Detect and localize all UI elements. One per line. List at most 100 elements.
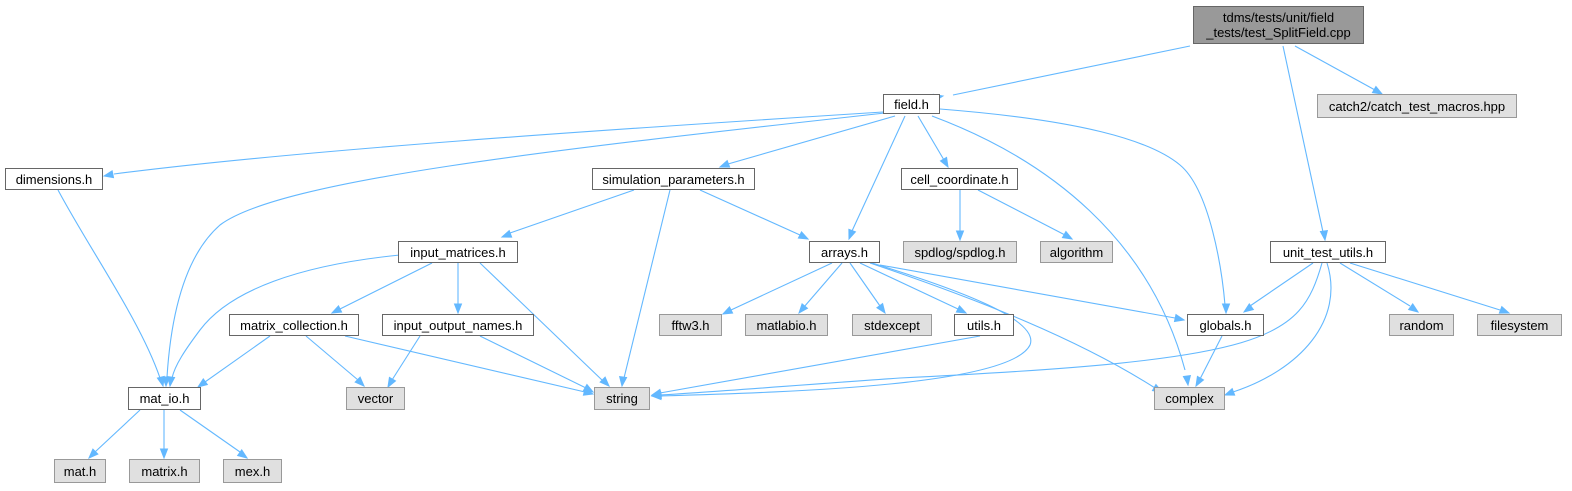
node-catch2-catch-test-macros[interactable]: catch2/catch_test_macros.hpp xyxy=(1317,94,1517,118)
node-stdexcept[interactable]: stdexcept xyxy=(852,314,932,336)
arrowhead xyxy=(582,383,595,393)
arrowhead xyxy=(88,448,99,459)
edge-arrays-to-matlabio xyxy=(798,262,843,315)
arrowhead xyxy=(1221,303,1231,315)
edge-root-to-catch2 xyxy=(1294,45,1384,95)
edge-matio-to-mat-h xyxy=(88,409,141,459)
node-fftw3-h[interactable]: fftw3.h xyxy=(659,314,722,336)
edge-matio-to-matrix-h xyxy=(159,410,169,460)
node-test-splitfield-cpp[interactable]: tdms/tests/unit/field _tests/test_SplitF… xyxy=(1193,6,1364,44)
arrowhead xyxy=(500,229,513,238)
edge-field-to-dimensions xyxy=(102,111,884,179)
arrowhead xyxy=(876,302,886,315)
arrowhead xyxy=(798,302,809,315)
edge-dimensions-to-mat-io xyxy=(57,189,165,388)
edge-line xyxy=(166,112,886,378)
edge-line xyxy=(659,335,981,394)
node-input-output-names-h[interactable]: input_output_names.h xyxy=(382,314,534,336)
root-line-2: _tests/test_SplitField.cpp xyxy=(1206,25,1351,40)
edge-line xyxy=(623,189,671,379)
edge-line xyxy=(1294,45,1376,91)
node-complex[interactable]: complex xyxy=(1154,387,1225,410)
arrowhead xyxy=(159,448,169,460)
edge-line xyxy=(849,262,881,307)
node-spdlog-h[interactable]: spdlog/spdlog.h xyxy=(903,241,1017,263)
node-utils-h[interactable]: utils.h xyxy=(954,314,1014,336)
node-vector[interactable]: vector xyxy=(346,387,405,410)
arrowhead xyxy=(387,376,397,389)
arrowhead xyxy=(1407,303,1420,313)
arrowhead xyxy=(330,304,343,314)
edge-ionames-to-string xyxy=(479,335,595,393)
edge-inputmat-to-input-output-names xyxy=(453,263,463,315)
edge-field-to-cell-coordinate xyxy=(917,115,949,169)
edge-simparams-to-arrays xyxy=(699,189,810,240)
arrowhead xyxy=(1223,387,1236,396)
edge-unittest-to-filesystem xyxy=(1349,262,1511,314)
edge-line xyxy=(391,335,421,381)
edge-line xyxy=(699,189,801,236)
edge-cellcoord-to-spdlog xyxy=(955,190,965,242)
node-dimensions-h[interactable]: dimensions.h xyxy=(5,168,103,190)
edge-inputmat-to-matrix-collection xyxy=(330,262,433,314)
edge-line xyxy=(659,262,1032,397)
node-field-h[interactable]: field.h xyxy=(883,94,940,114)
node-mex-h[interactable]: mex.h xyxy=(223,459,282,483)
node-filesystem[interactable]: filesystem xyxy=(1477,314,1562,336)
node-arrays-h[interactable]: arrays.h xyxy=(809,241,880,263)
edge-line xyxy=(859,262,959,310)
edge-line xyxy=(94,409,141,453)
node-random[interactable]: random xyxy=(1389,314,1454,336)
edge-cellcoord-to-algorithm xyxy=(977,189,1074,240)
edge-unittest-to-random xyxy=(1339,262,1420,313)
edge-field-to-complex xyxy=(931,115,1192,387)
edge-line xyxy=(171,254,401,379)
edge-unittest-to-complex xyxy=(1223,262,1332,396)
arrowhead xyxy=(1173,313,1186,323)
edge-line xyxy=(479,262,604,382)
node-mat-io-h[interactable]: mat_io.h xyxy=(128,387,201,410)
edge-matio-to-mex-h xyxy=(179,409,249,459)
edge-line xyxy=(344,335,586,393)
edge-root-to-unit-test-utils xyxy=(1282,45,1329,242)
arrowhead xyxy=(848,228,857,241)
edge-line xyxy=(1282,45,1324,233)
node-matlabio-h[interactable]: matlabio.h xyxy=(745,314,828,336)
arrowhead xyxy=(599,376,610,387)
arrowhead xyxy=(156,375,165,388)
arrowhead xyxy=(1371,85,1384,95)
edge-field-to-globals xyxy=(939,108,1231,315)
edge-arrays-to-globals xyxy=(879,264,1186,323)
arrowhead xyxy=(102,169,115,179)
arrowhead xyxy=(166,376,176,388)
arrowhead xyxy=(1195,375,1205,388)
edge-root-to-field xyxy=(932,45,1191,103)
node-algorithm[interactable]: algorithm xyxy=(1040,241,1113,263)
root-line-1: tdms/tests/unit/field xyxy=(1222,10,1335,25)
edge-line xyxy=(977,189,1066,236)
node-matrix-h[interactable]: matrix.h xyxy=(129,459,200,483)
edge-line xyxy=(730,262,833,311)
arrowhead xyxy=(1061,230,1074,240)
edge-line xyxy=(1199,335,1223,380)
node-mat-h[interactable]: mat.h xyxy=(54,459,106,483)
edge-line xyxy=(803,262,843,308)
edge-field-to-simulation-params xyxy=(718,115,896,168)
node-cell-coordinate-h[interactable]: cell_coordinate.h xyxy=(901,168,1018,190)
node-matrix-collection-h[interactable]: matrix_collection.h xyxy=(229,314,359,336)
edge-field-to-arrays xyxy=(848,115,906,241)
node-input-matrices-h[interactable]: input_matrices.h xyxy=(398,241,518,263)
edge-simparams-to-string xyxy=(618,189,671,388)
edge-line xyxy=(727,115,896,165)
edge-line xyxy=(179,409,241,453)
node-string[interactable]: string xyxy=(594,387,650,410)
node-unit-test-utils-h[interactable]: unit_test_utils.h xyxy=(1270,241,1386,263)
node-globals-h[interactable]: globals.h xyxy=(1187,314,1264,336)
edge-matrixcoll-to-vector xyxy=(305,335,365,387)
node-simulation-parameters-h[interactable]: simulation_parameters.h xyxy=(592,168,755,190)
arrowhead xyxy=(955,304,968,314)
edge-unittest-to-globals xyxy=(1242,262,1314,313)
arrowhead xyxy=(236,449,249,459)
edge-line xyxy=(851,115,906,232)
